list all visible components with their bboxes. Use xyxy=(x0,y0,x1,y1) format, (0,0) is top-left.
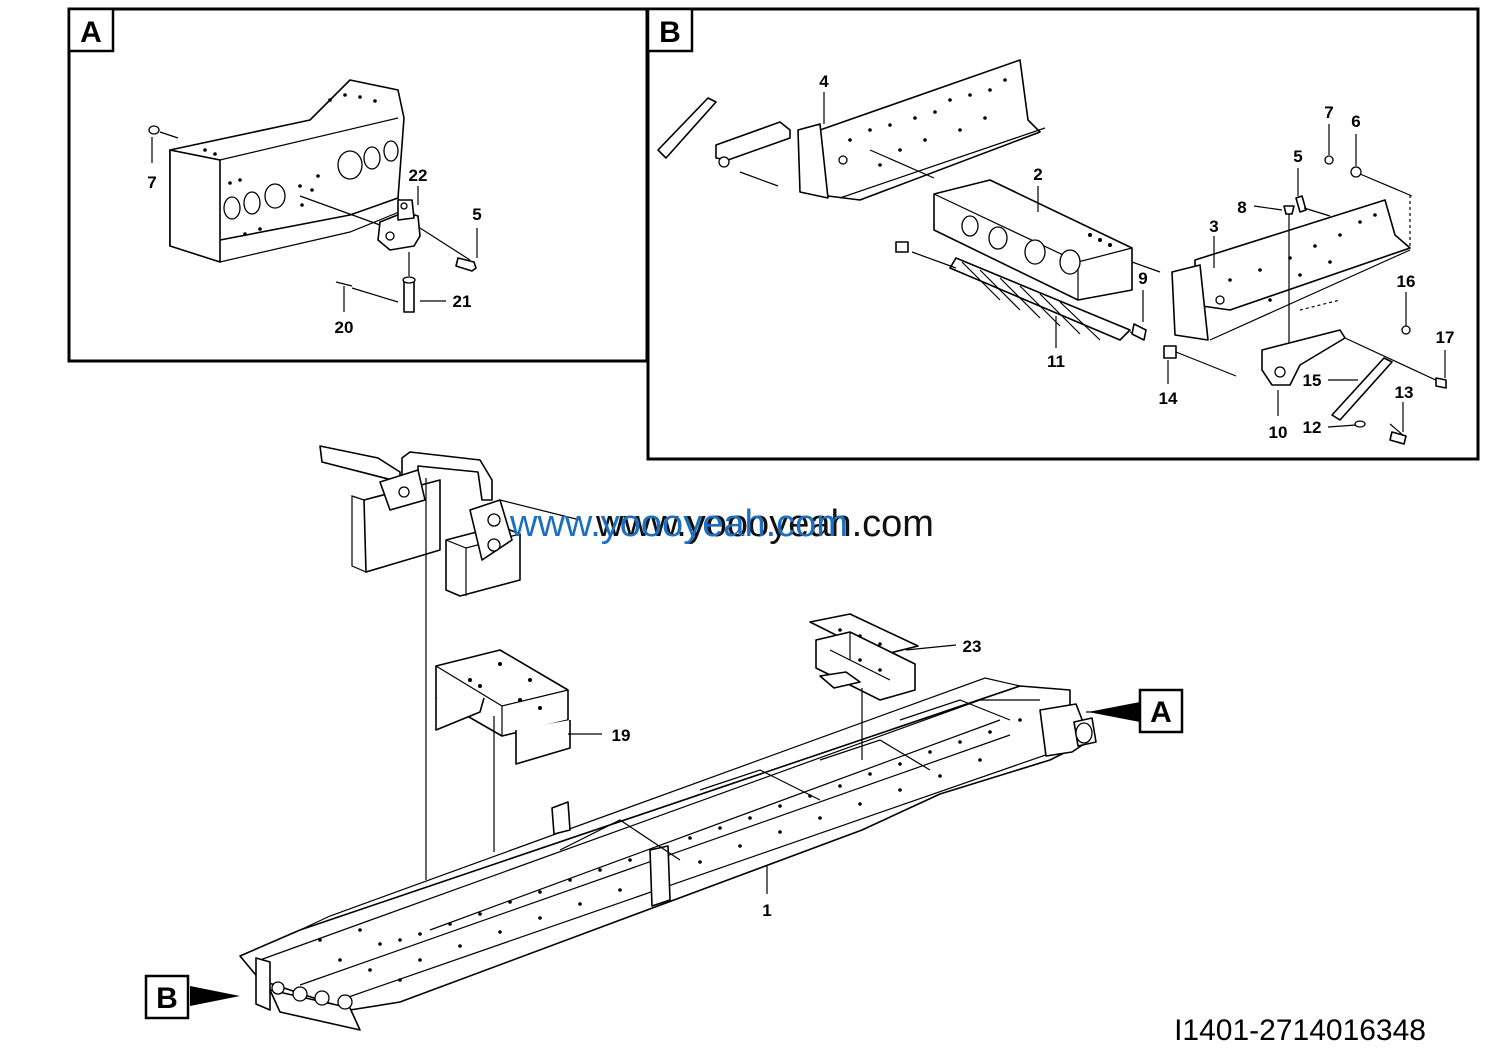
arm-left-b xyxy=(657,97,791,187)
fasteners-b xyxy=(1283,155,1413,360)
panel-b-tag-box xyxy=(646,7,694,53)
marker-a-label: A xyxy=(1150,696,1172,729)
bracket-23 xyxy=(809,613,919,701)
callout-a-7: 7 xyxy=(147,173,156,192)
callout-b-6: 6 xyxy=(1351,112,1360,131)
callout-b-8: 8 xyxy=(1237,198,1246,217)
watermark-dark-text: www.yoooyeah.com xyxy=(595,503,934,545)
panel-a-tag: A xyxy=(80,16,102,49)
callout-b-10: 10 xyxy=(1269,423,1288,442)
callout-b-15: 15 xyxy=(1303,371,1322,390)
callout-a-21: 21 xyxy=(453,292,472,311)
main-assembly: 23 19 1 A B xyxy=(144,445,1184,1031)
view-marker-b: B xyxy=(144,974,240,1020)
callout-b-14: 14 xyxy=(1159,389,1178,408)
bracket-4 xyxy=(797,59,1046,201)
frame-rails-1 xyxy=(239,677,1097,1031)
callout-b-9: 9 xyxy=(1138,269,1147,288)
crossmember-2 xyxy=(869,149,1161,301)
cotter-pin-20 xyxy=(335,281,399,303)
watermark-blue-text: www.yoooyeah.com xyxy=(509,503,848,545)
marker-b-label: B xyxy=(156,982,178,1015)
hook-assembly-11 xyxy=(895,241,1141,341)
pin-21 xyxy=(402,252,416,313)
bracket-3 xyxy=(1171,195,1411,341)
callout-main-1: 1 xyxy=(762,901,771,920)
callout-b-13: 13 xyxy=(1395,383,1414,402)
bolt-5-a xyxy=(455,257,477,272)
callout-b-2: 2 xyxy=(1033,165,1042,184)
panel-a-tag-box xyxy=(67,7,115,53)
bushing-14 xyxy=(1131,323,1237,377)
panel-b-tag: B xyxy=(659,16,681,49)
callout-b-12: 12 xyxy=(1303,418,1322,437)
callout-main-19: 19 xyxy=(612,726,631,745)
detail-panel-b: B xyxy=(646,7,1480,461)
view-marker-a: A xyxy=(1086,688,1184,734)
callout-b-4: 4 xyxy=(819,72,829,91)
callout-a-20: 20 xyxy=(335,318,354,337)
callout-a-5: 5 xyxy=(472,205,481,224)
callout-a-22: 22 xyxy=(409,166,428,185)
callout-main-23: 23 xyxy=(963,637,982,656)
detail-panel-a: A xyxy=(67,7,649,363)
bolt-7-a xyxy=(148,125,179,139)
hook-10 xyxy=(1261,329,1447,445)
callout-b-3: 3 xyxy=(1209,217,1218,236)
callout-b-7: 7 xyxy=(1324,103,1333,122)
panel-b-frame xyxy=(646,7,1480,461)
upper-hook-assembly xyxy=(319,445,581,597)
callout-b-16: 16 xyxy=(1397,272,1416,291)
callout-b-11: 11 xyxy=(1047,352,1065,371)
crossmember-bracket-a xyxy=(169,79,405,263)
bracket-19 xyxy=(435,649,571,765)
callout-b-5: 5 xyxy=(1293,147,1302,166)
callout-b-17: 17 xyxy=(1436,328,1455,347)
hook-22 xyxy=(299,195,471,261)
drawing-id: I1401-2714016348 xyxy=(1174,1014,1426,1047)
